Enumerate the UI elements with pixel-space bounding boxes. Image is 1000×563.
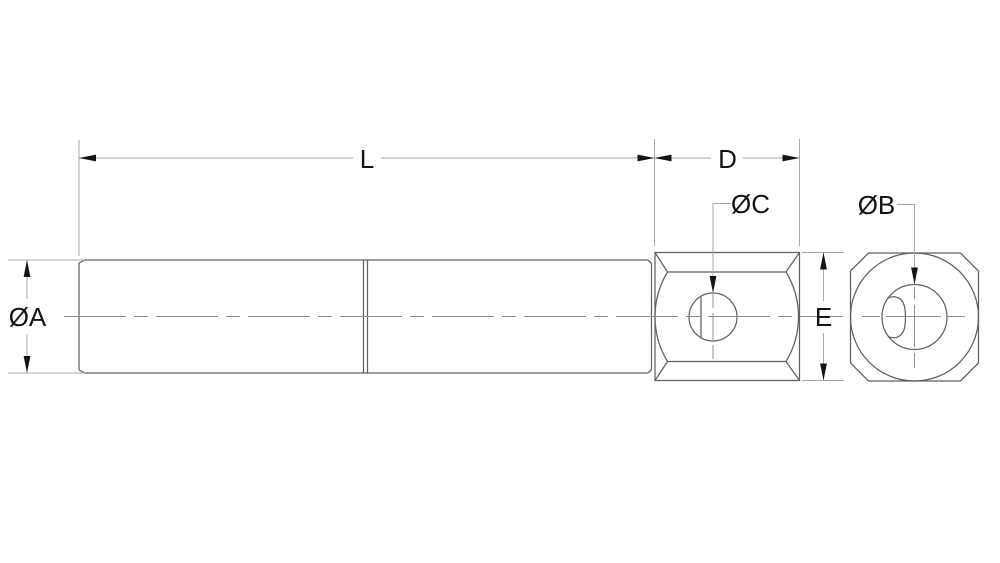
arrowhead-bottom [23, 356, 31, 373]
dimension-head-width-D: D [654, 139, 800, 246]
head-right-barrel-arc [785, 271, 800, 362]
leader-cross-hole-C: ØC [709, 189, 770, 293]
dimension-shaft-diameter-A: ØA [8, 259, 85, 374]
head-height-dim-label: E [815, 302, 832, 332]
arrowhead-down [911, 267, 918, 285]
arrowhead-top [820, 252, 827, 270]
head-corner-chamfers [654, 252, 801, 381]
leader-line [897, 204, 915, 268]
arrowhead-left [654, 154, 672, 162]
dimension-length-L: L [78, 139, 655, 256]
cross-hole-intersection-curve [887, 296, 907, 339]
head-octagon-outline [849, 252, 980, 382]
arrowhead-top [23, 260, 31, 277]
shaft-dia-dim-label: ØA [9, 302, 47, 332]
arrowhead-down [709, 276, 717, 293]
leader-line [712, 203, 731, 277]
arrowhead-right [782, 154, 800, 162]
shaft-right-chamfer [647, 259, 652, 374]
length-dim-label: L [360, 144, 374, 174]
arrowhead-left [79, 154, 96, 162]
head-width-dim-label: D [718, 144, 737, 174]
cross-hole-dia-label: ØC [731, 189, 770, 219]
leader-bore-B: ØB [858, 190, 918, 285]
arrowhead-bottom [820, 363, 827, 381]
bore-dia-label: ØB [858, 190, 896, 220]
end-view [849, 252, 980, 382]
arrowhead-right [637, 154, 655, 162]
dimension-head-height-E: E [802, 252, 844, 381]
